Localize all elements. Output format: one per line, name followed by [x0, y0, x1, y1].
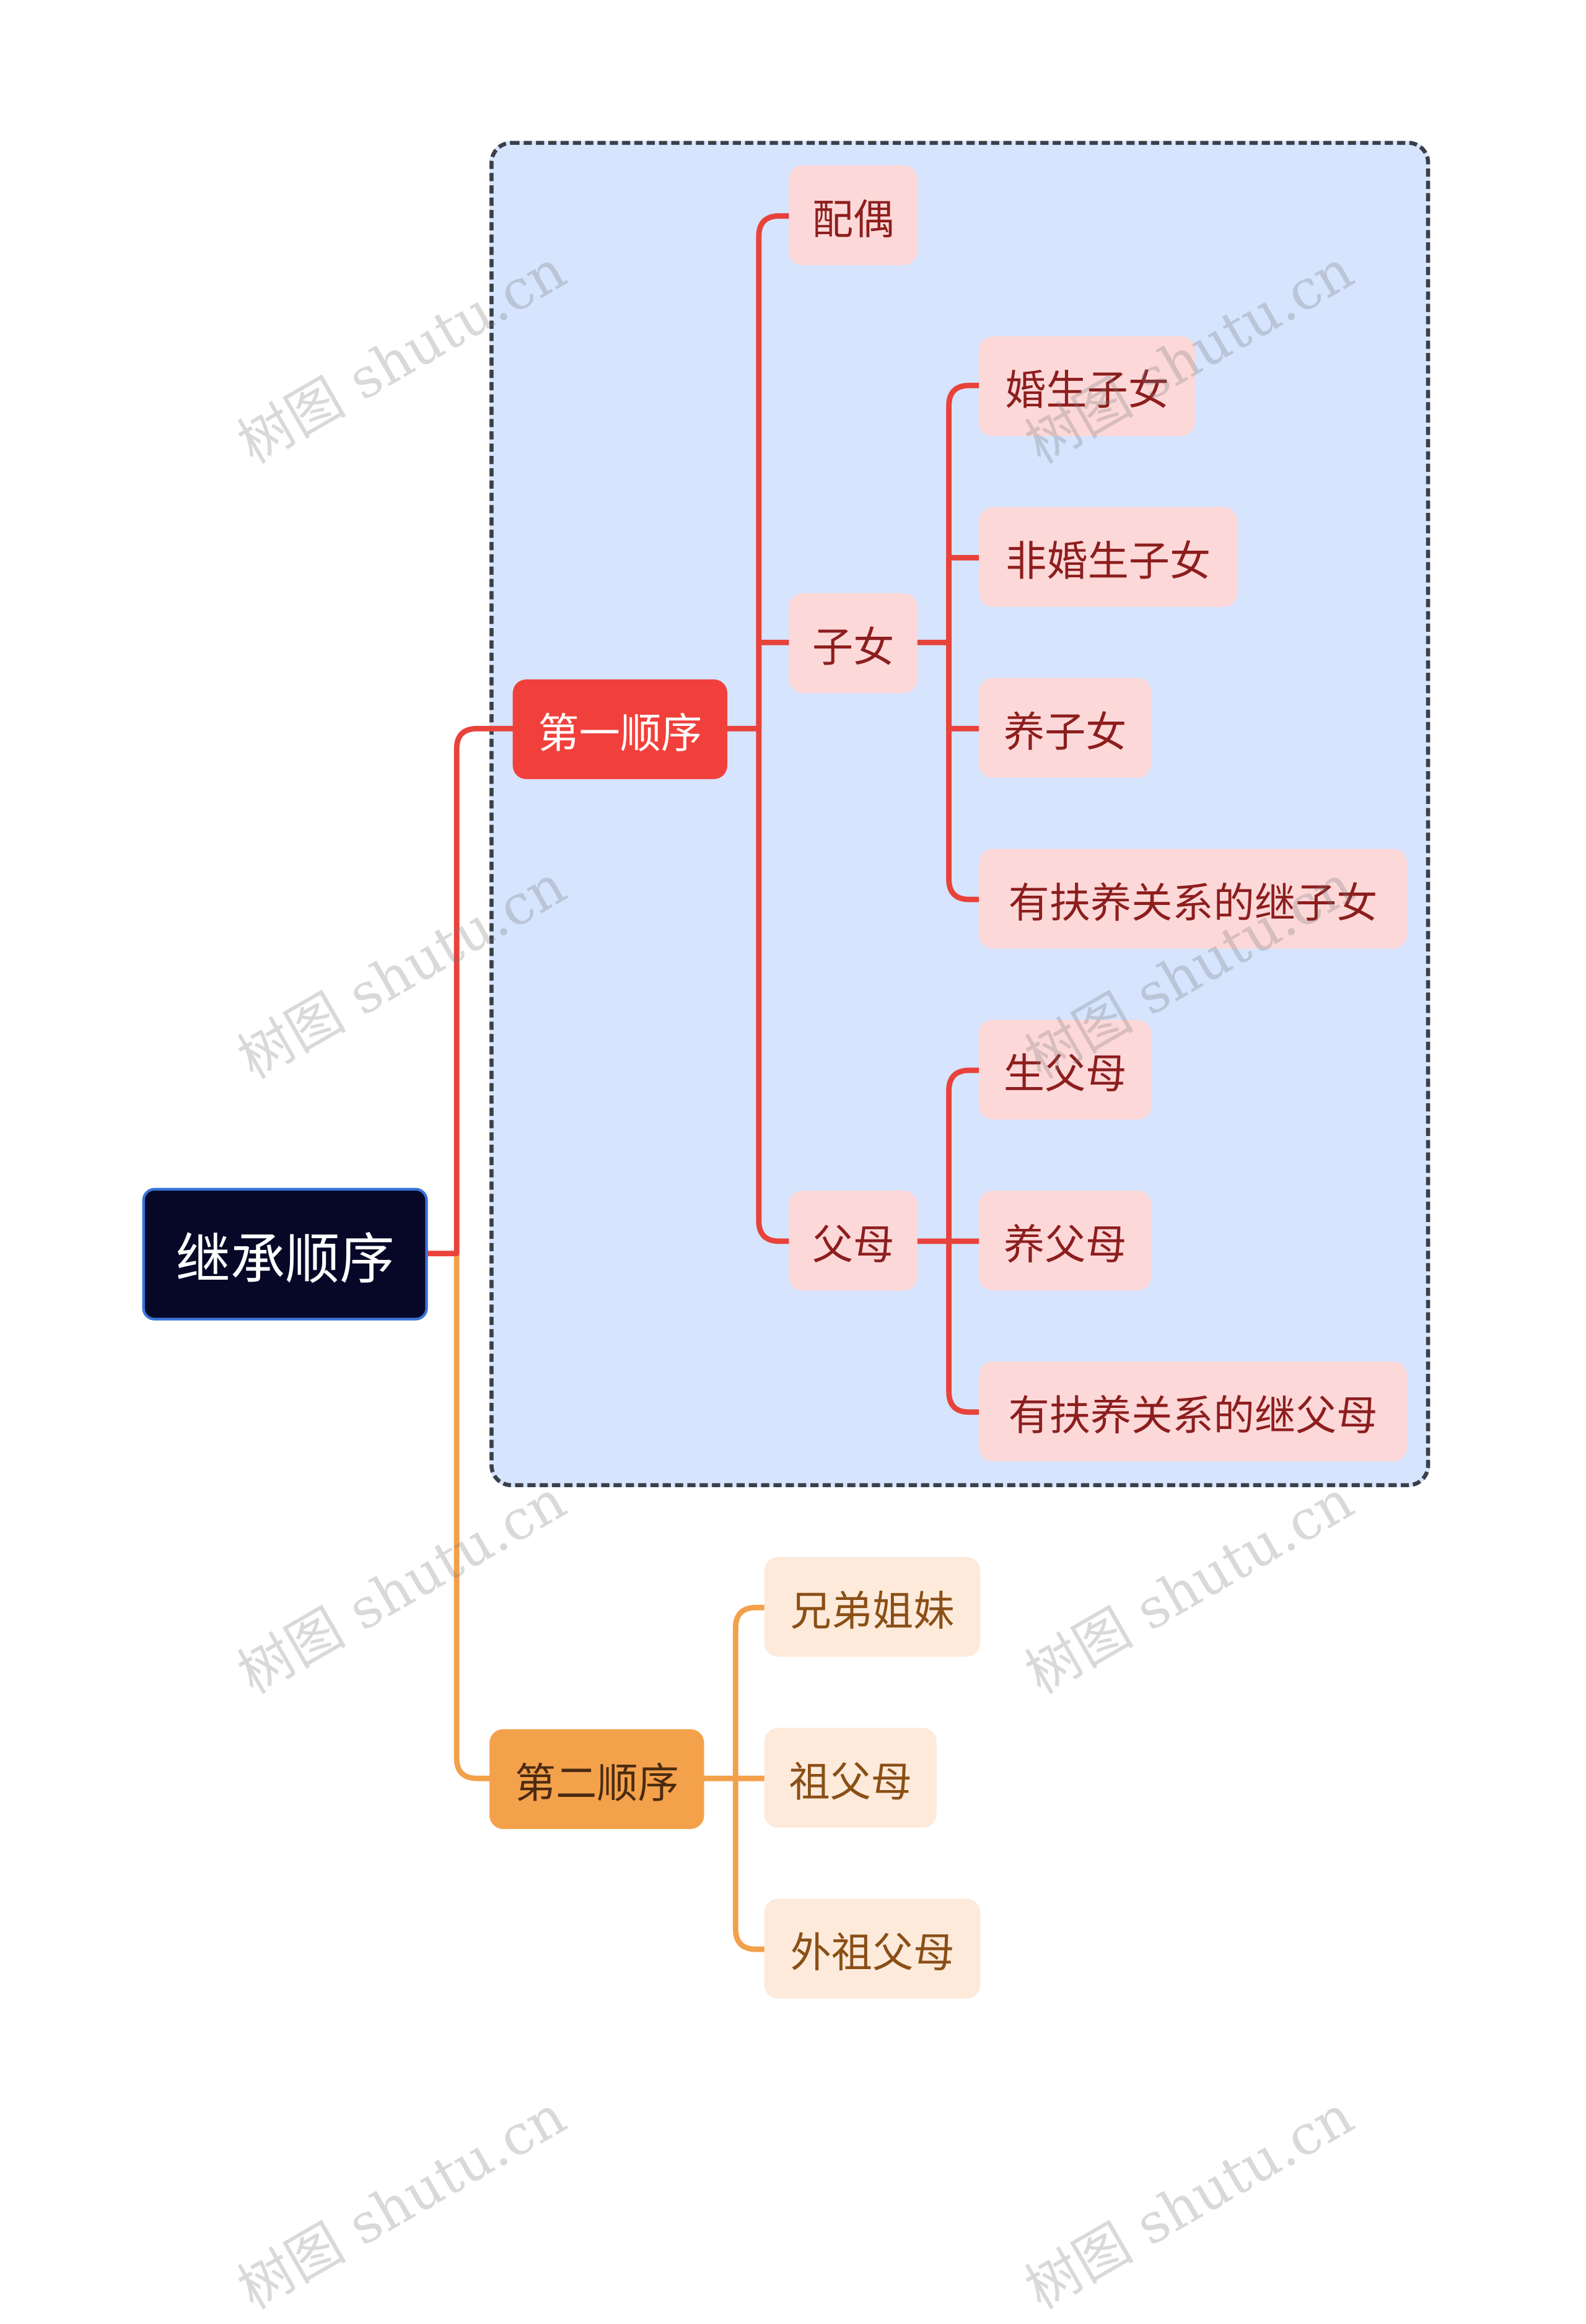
parents-item-node[interactable]: 养父母 [979, 1190, 1152, 1291]
connector-lines [425, 213, 982, 1952]
first-order-node[interactable]: 第一顺序 [512, 679, 728, 779]
link-first-order-spouse [724, 213, 792, 732]
link-children-leaf-1 [946, 382, 982, 645]
first-order-boundary [489, 141, 1430, 1488]
second-order-item-node[interactable]: 祖父母 [764, 1728, 937, 1828]
children-item-node[interactable]: 婚生子女 [979, 336, 1195, 437]
link-second-order-leaf-3 [732, 1775, 768, 1952]
children-item-node[interactable]: 有扶养关系的继子女 [979, 849, 1407, 949]
children-item-node[interactable]: 养子女 [979, 678, 1152, 778]
link-children-leaf-2 [946, 555, 982, 645]
children-item-node[interactable]: 非婚生子女 [979, 507, 1238, 607]
link-parents-leaf-3 [946, 1238, 982, 1415]
link-children-leaf-4 [946, 639, 982, 902]
spouse-node[interactable]: 配偶 [789, 165, 918, 266]
parents-node[interactable]: 父母 [789, 1190, 918, 1291]
link-root-second-order [425, 1251, 493, 1781]
link-first-order-children [756, 639, 792, 732]
second-order-item-node[interactable]: 外祖父母 [764, 1898, 981, 1999]
mindmap-canvas: 继承顺序 第一顺序 配偶 子女 父母 婚生子女 非婚生子女 养子女 有扶养关系的… [142, 141, 1430, 2322]
link-parents-leaf-1 [946, 1067, 982, 1244]
second-order-item-node[interactable]: 兄弟姐妹 [764, 1557, 981, 1657]
second-order-node[interactable]: 第二顺序 [489, 1729, 704, 1829]
parents-item-node[interactable]: 生父母 [979, 1020, 1152, 1120]
children-node[interactable]: 子女 [789, 593, 918, 693]
root-node[interactable]: 继承顺序 [142, 1187, 428, 1321]
link-root-first-order [425, 725, 516, 1257]
parents-item-node[interactable]: 有扶养关系的继父母 [979, 1361, 1407, 1462]
link-children-leaf-3 [946, 639, 982, 732]
link-second-order-leaf-1 [732, 1604, 768, 1781]
link-first-order-parents [756, 725, 792, 1244]
